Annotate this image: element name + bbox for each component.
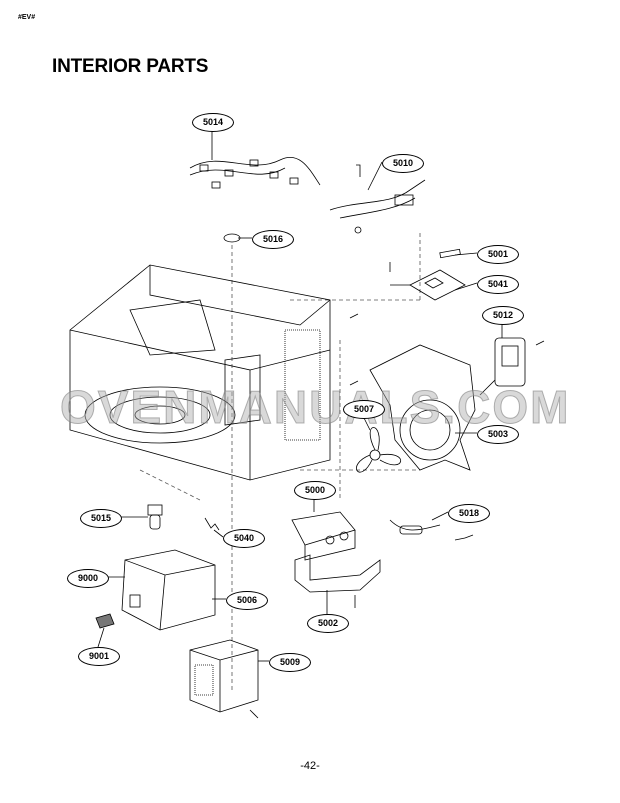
oven-cavity [69, 264, 331, 481]
callout-5018: 5018 [448, 504, 490, 523]
hv-transformer-bracket-5006 [121, 549, 216, 631]
fan-duct-5003 [369, 344, 476, 471]
callout-9001: 9001 [78, 647, 120, 666]
part-5040 [204, 517, 220, 531]
callout-5041: 5041 [477, 275, 519, 294]
callout-5003: 5003 [477, 425, 519, 444]
callout-5010: 5010 [382, 154, 424, 173]
wire-harness-5014 [189, 157, 321, 189]
callout-5015: 5015 [80, 509, 122, 528]
part-5012 [479, 337, 526, 396]
part-5018 [389, 519, 466, 541]
capacitor-5000 [291, 511, 356, 561]
bracket-5002 [294, 554, 381, 608]
fan-blade-5007 [356, 427, 402, 473]
callout-5012: 5012 [482, 306, 524, 325]
magnetron-5009 [189, 639, 259, 719]
page-title: INTERIOR PARTS [52, 56, 209, 77]
callout-5000: 5000 [294, 481, 336, 500]
thermostat-5016 [223, 233, 241, 243]
callout-5014: 5014 [192, 113, 234, 132]
fuse-5001 [439, 248, 461, 259]
watermark: OVENMANUALS.COM [60, 381, 571, 434]
callout-5007: 5007 [343, 400, 385, 419]
callout-5001: 5001 [477, 245, 519, 264]
callout-5016: 5016 [252, 230, 294, 249]
callout-5040: 5040 [223, 529, 265, 548]
callout-9000: 9000 [67, 569, 109, 588]
document-code: #EV# [18, 14, 36, 21]
callout-5006: 5006 [226, 591, 268, 610]
page-number: -42- [300, 760, 320, 772]
part-9001 [95, 613, 115, 629]
callout-5009: 5009 [269, 653, 311, 672]
leader-lines [139, 230, 421, 690]
callout-5002: 5002 [307, 614, 349, 633]
wire-assembly-5010 [329, 164, 426, 234]
part-5015 [147, 504, 163, 530]
noise-filter-5041 [390, 269, 466, 301]
screws [349, 262, 545, 539]
